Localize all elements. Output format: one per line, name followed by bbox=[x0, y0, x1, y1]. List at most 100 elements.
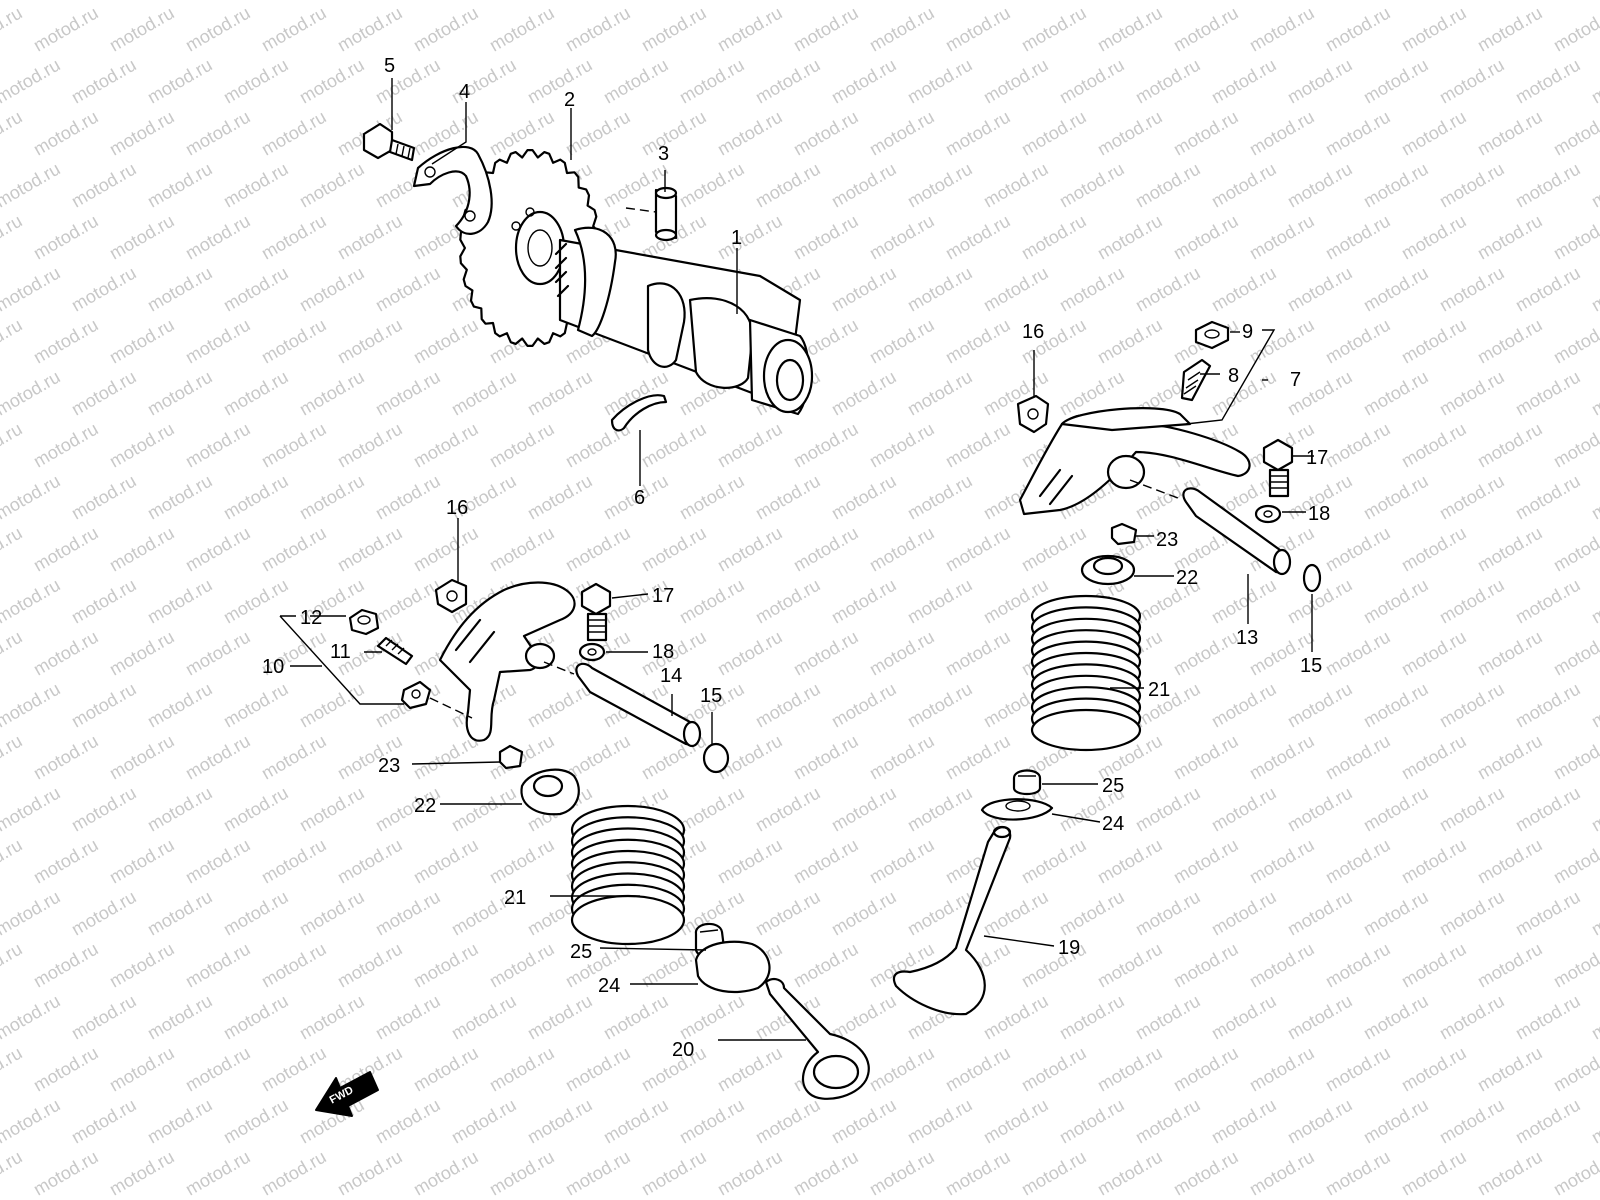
watermark-text: motod.ru bbox=[0, 731, 26, 784]
watermark-text: motod.ru bbox=[1436, 887, 1508, 940]
watermark-text: motod.ru bbox=[0, 679, 64, 732]
watermark-text: motod.ru bbox=[1094, 1147, 1166, 1200]
watermark-text: motod.ru bbox=[1284, 991, 1356, 1044]
watermark-text: motod.ru bbox=[1436, 159, 1508, 212]
watermark-text: motod.ru bbox=[714, 731, 786, 784]
callout-13: 13 bbox=[1236, 627, 1258, 649]
watermark-text: motod.ru bbox=[942, 731, 1014, 784]
plate-16-left bbox=[434, 578, 468, 614]
watermark-text: motod.ru bbox=[1246, 835, 1318, 888]
watermark-text: motod.ru bbox=[144, 263, 216, 316]
watermark-text: motod.ru bbox=[182, 835, 254, 888]
watermark-text: motod.ru bbox=[1208, 263, 1280, 316]
watermark-text: motod.ru bbox=[1436, 55, 1508, 108]
watermark-text: motod.ru bbox=[1436, 0, 1508, 3]
watermark-text: motod.ru bbox=[942, 1147, 1014, 1200]
watermark-text: motod.ru bbox=[1360, 55, 1432, 108]
watermark-text: motod.ru bbox=[1170, 1147, 1242, 1200]
cotter-25-right bbox=[1012, 769, 1042, 796]
watermark-text: motod.ru bbox=[1550, 3, 1600, 56]
watermark-text: motod.ru bbox=[1132, 263, 1204, 316]
watermark-text: motod.ru bbox=[410, 1043, 482, 1096]
callout-23-left: 23 bbox=[378, 755, 400, 777]
watermark-text: motod.ru bbox=[0, 3, 26, 56]
watermark-text: motod.ru bbox=[1246, 211, 1318, 264]
watermark-text: motod.ru bbox=[144, 367, 216, 420]
watermark-text: motod.ru bbox=[68, 575, 140, 628]
watermark-text: motod.ru bbox=[372, 0, 444, 3]
watermark-text: motod.ru bbox=[1284, 887, 1356, 940]
watermark-text: motod.ru bbox=[1550, 627, 1600, 680]
watermark-text: motod.ru bbox=[0, 0, 64, 3]
watermark-text: motod.ru bbox=[182, 939, 254, 992]
watermark-text: motod.ru bbox=[752, 887, 824, 940]
watermark-text: motod.ru bbox=[1588, 263, 1600, 316]
watermark-text: motod.ru bbox=[144, 991, 216, 1044]
watermark-text: motod.ru bbox=[714, 1043, 786, 1096]
watermark-text: motod.ru bbox=[486, 1147, 558, 1200]
watermark-text: motod.ru bbox=[0, 159, 64, 212]
watermark-text: motod.ru bbox=[1322, 315, 1394, 368]
watermark-text: motod.ru bbox=[1018, 1147, 1090, 1200]
watermark-text: motod.ru bbox=[638, 419, 710, 472]
watermark-text: motod.ru bbox=[828, 0, 900, 3]
watermark-text: motod.ru bbox=[0, 523, 26, 576]
watermark-text: motod.ru bbox=[1056, 0, 1128, 3]
watermark-text: motod.ru bbox=[182, 315, 254, 368]
callout-15-right: 15 bbox=[1300, 655, 1322, 677]
watermark-text: motod.ru bbox=[1550, 523, 1600, 576]
callout-25-left: 25 bbox=[570, 941, 592, 963]
watermark-text: motod.ru bbox=[828, 887, 900, 940]
watermark-text: motod.ru bbox=[1398, 107, 1470, 160]
watermark-text: motod.ru bbox=[220, 471, 292, 524]
rocker-shaft-13 bbox=[1129, 479, 1292, 576]
watermark-text: motod.ru bbox=[1512, 471, 1584, 524]
watermark-text: motod.ru bbox=[1474, 731, 1546, 784]
watermark-text: motod.ru bbox=[1360, 991, 1432, 1044]
watermark-text: motod.ru bbox=[296, 159, 368, 212]
watermark-text: motod.ru bbox=[866, 1043, 938, 1096]
watermark-text: motod.ru bbox=[1588, 55, 1600, 108]
watermark-text: motod.ru bbox=[1018, 1043, 1090, 1096]
watermark-text: motod.ru bbox=[182, 419, 254, 472]
watermark-text: motod.ru bbox=[182, 523, 254, 576]
watermark-text: motod.ru bbox=[1436, 783, 1508, 836]
watermark-text: motod.ru bbox=[904, 159, 976, 212]
watermark-text: motod.ru bbox=[410, 835, 482, 888]
watermark-text: motod.ru bbox=[1360, 575, 1432, 628]
watermark-text: motod.ru bbox=[144, 887, 216, 940]
watermark-text: motod.ru bbox=[1208, 887, 1280, 940]
watermark-text: motod.ru bbox=[1550, 939, 1600, 992]
spring-21-right bbox=[1030, 594, 1142, 752]
watermark-text: motod.ru bbox=[296, 263, 368, 316]
watermark-text: motod.ru bbox=[182, 3, 254, 56]
watermark-text: motod.ru bbox=[1474, 835, 1546, 888]
watermark-text: motod.ru bbox=[334, 419, 406, 472]
callout-14: 14 bbox=[660, 665, 682, 687]
watermark-text: motod.ru bbox=[904, 575, 976, 628]
watermark-text: motod.ru bbox=[1512, 991, 1584, 1044]
watermark-text: motod.ru bbox=[1246, 939, 1318, 992]
callout-19: 19 bbox=[1058, 937, 1080, 959]
watermark-text: motod.ru bbox=[1512, 783, 1584, 836]
watermark-text: motod.ru bbox=[410, 419, 482, 472]
watermark-text: motod.ru bbox=[30, 1147, 102, 1200]
callout-1: 1 bbox=[731, 227, 742, 249]
watermark-text: motod.ru bbox=[942, 107, 1014, 160]
watermark-text: motod.ru bbox=[1588, 887, 1600, 940]
callout-3: 3 bbox=[658, 143, 669, 165]
valve-19 bbox=[892, 825, 1012, 1016]
watermark-text: motod.ru bbox=[372, 263, 444, 316]
watermark-text: motod.ru bbox=[30, 419, 102, 472]
watermark-text: motod.ru bbox=[144, 1095, 216, 1148]
watermark-text: motod.ru bbox=[0, 575, 64, 628]
watermark-text: motod.ru bbox=[30, 1043, 102, 1096]
watermark-text: motod.ru bbox=[1512, 0, 1584, 3]
watermark-text: motod.ru bbox=[1512, 575, 1584, 628]
watermark-text: motod.ru bbox=[0, 315, 26, 368]
watermark-text: motod.ru bbox=[866, 731, 938, 784]
watermark-text: motod.ru bbox=[144, 783, 216, 836]
watermark-text: motod.ru bbox=[1436, 367, 1508, 420]
watermark-text: motod.ru bbox=[1436, 991, 1508, 1044]
watermark-text: motod.ru bbox=[752, 1095, 824, 1148]
